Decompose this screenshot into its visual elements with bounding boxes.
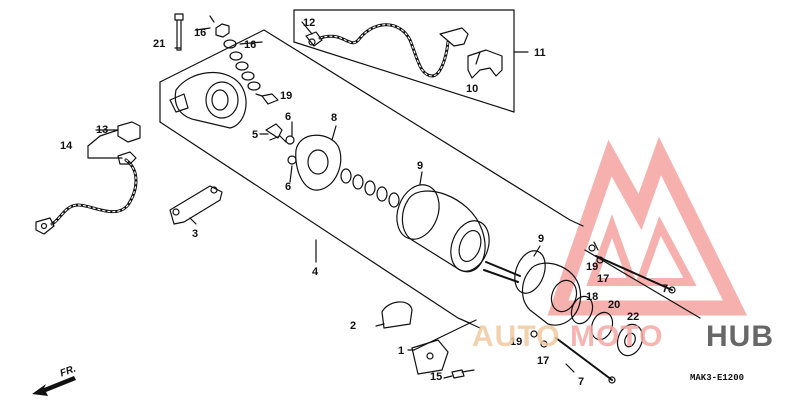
bolt-15 <box>451 369 475 379</box>
o-ring-19-b <box>596 256 604 264</box>
brush-5 <box>265 123 287 143</box>
part-label-1: 1 <box>398 345 405 357</box>
plate-19-a <box>261 93 279 105</box>
part-label-19-c: 19 <box>510 336 523 348</box>
part-label-16-b: 16 <box>244 39 257 51</box>
nut-16-a <box>215 23 230 38</box>
bracket-1 <box>411 339 449 375</box>
bolt-21 <box>174 13 184 51</box>
part-label-3: 3 <box>192 228 199 240</box>
o-ring-9-a <box>396 184 440 240</box>
watermark-triangle-outer <box>547 136 748 316</box>
stay-3 <box>169 185 223 225</box>
part-label-6-b: 6 <box>285 181 292 193</box>
direction-arrow-icon <box>32 376 76 396</box>
connector-14 <box>117 151 137 165</box>
terminal-12 <box>305 31 323 47</box>
part-label-21: 21 <box>153 38 166 50</box>
part-label-17-a: 17 <box>597 273 610 285</box>
cable-connector <box>439 27 469 47</box>
part-label-18: 18 <box>586 291 599 303</box>
part-label-19-a: 19 <box>280 90 293 102</box>
brush-holder-8 <box>295 134 342 191</box>
part-label-7-a: 7 <box>662 283 669 295</box>
terminal-eye-14 <box>35 217 55 235</box>
part-label-14: 14 <box>60 140 73 152</box>
part-label-13: 13 <box>96 124 109 136</box>
washer-16-b <box>223 39 237 49</box>
part-label-20: 20 <box>608 299 621 311</box>
part-label-8: 8 <box>331 112 338 124</box>
long-bolt-7-b <box>555 337 613 381</box>
part-label-19-b: 19 <box>586 261 599 273</box>
watermark-text-auto: AUTO <box>472 320 561 353</box>
diagram-code: MAK3-E1200 <box>690 373 745 383</box>
starter-cable-11 <box>318 23 450 78</box>
spring-6-b <box>287 155 297 165</box>
part-label-15: 15 <box>430 371 443 383</box>
watermark-triangle-inner <box>586 214 697 286</box>
long-bolt-7-a <box>595 255 673 291</box>
cable-box-outline <box>293 9 515 113</box>
part-label-9-b: 9 <box>538 233 545 245</box>
seal-18 <box>570 295 594 325</box>
damper-2 <box>381 301 413 329</box>
part-label-11: 11 <box>534 47 546 59</box>
spring-6-a <box>285 135 295 145</box>
part-label-17-b: 17 <box>537 355 550 367</box>
cap-13 <box>117 121 141 143</box>
watermark-text-moto: MOTO <box>570 320 664 353</box>
o-ring-17-b <box>540 340 548 348</box>
part-label-4: 4 <box>312 266 319 278</box>
ground-cable-14 <box>50 158 138 226</box>
part-label-16-a: 16 <box>194 27 207 39</box>
rear-cover <box>174 71 247 129</box>
part-label-9-a: 9 <box>417 160 424 172</box>
assembly-outline <box>159 29 584 227</box>
motor-yoke <box>401 190 486 273</box>
part-label-5: 5 <box>252 129 259 141</box>
part-label-6-a: 6 <box>285 111 292 123</box>
watermark-text-hub: HUB <box>706 320 774 353</box>
part-label-10: 10 <box>466 83 479 95</box>
o-ring-9-b <box>514 250 546 294</box>
part-label-7-b: 7 <box>578 376 585 388</box>
part-label-2: 2 <box>350 320 357 332</box>
part-label-12: 12 <box>303 17 316 29</box>
washer-20 <box>590 311 614 341</box>
rubber-boot-10 <box>467 49 503 79</box>
o-ring-19-c <box>530 330 538 338</box>
seal-22 <box>616 323 644 357</box>
part-label-22: 22 <box>627 311 640 323</box>
